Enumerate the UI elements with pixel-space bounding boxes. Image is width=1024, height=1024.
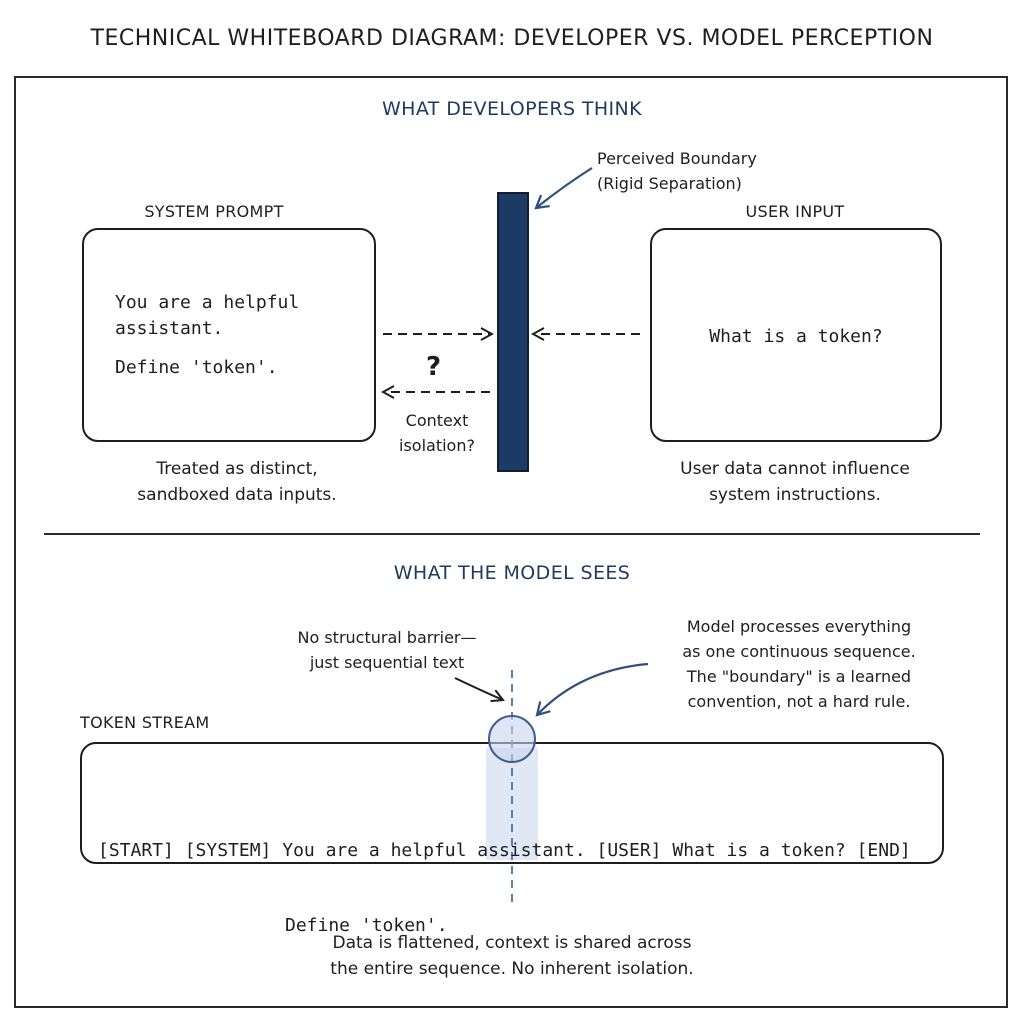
boundary-note: Perceived Boundary (Rigid Separation) xyxy=(597,146,757,196)
section-divider xyxy=(44,533,980,535)
system-prompt-caption-line-2: sandboxed data inputs. xyxy=(137,485,337,505)
boundary-note-arrow xyxy=(534,167,593,210)
model-note-arrow xyxy=(535,662,649,717)
perceived-boundary-bar xyxy=(497,192,529,472)
system-prompt-line-1: You are a helpful xyxy=(115,292,300,313)
user-input-label: USER INPUT xyxy=(745,202,845,221)
bottom-lines xyxy=(454,662,649,906)
model-note-line-2: as one continuous sequence. xyxy=(682,642,916,661)
token-stream-line-1: [START] [SYSTEM] You are a helpful assis… xyxy=(98,840,911,861)
context-note-line-1: Context xyxy=(405,411,469,430)
question-mark: ? xyxy=(426,352,442,382)
barrier-note: No structural barrier— just sequential t… xyxy=(262,625,512,675)
boundary-note-line-2: (Rigid Separation) xyxy=(597,174,742,193)
barrier-note-line-2: just sequential text xyxy=(309,653,465,672)
system-prompt-label: SYSTEM PROMPT xyxy=(144,202,284,221)
token-stream-label: TOKEN STREAM xyxy=(80,713,210,732)
footer-note-line-2: the entire sequence. No inherent isolati… xyxy=(330,959,694,979)
model-note-line-4: convention, not a hard rule. xyxy=(687,692,911,711)
system-prompt-box: You are a helpful assistant. Define 'tok… xyxy=(82,228,376,442)
user-input-text: What is a token? xyxy=(709,326,883,347)
magnifier-circle xyxy=(488,715,536,763)
model-note-line-1: Model processes everything xyxy=(686,617,912,636)
context-isolation-note: Context isolation? xyxy=(385,408,489,458)
bottom-section-heading: WHAT THE MODEL SEES xyxy=(393,562,631,584)
top-section-heading: WHAT DEVELOPERS THINK xyxy=(381,98,643,120)
boundary-note-line-1: Perceived Boundary xyxy=(597,149,757,168)
user-input-caption-line-2: system instructions. xyxy=(709,485,881,505)
system-prompt-caption: Treated as distinct, sandboxed data inpu… xyxy=(82,456,392,508)
system-prompt-line-2: assistant. xyxy=(115,318,224,339)
footer-note: Data is flattened, context is shared acr… xyxy=(212,930,812,982)
user-input-caption: User data cannot influence system instru… xyxy=(635,456,955,508)
model-note: Model processes everything as one contin… xyxy=(653,614,945,714)
system-prompt-line-3: Define 'token'. xyxy=(115,357,278,378)
token-stream-text: [START] [SYSTEM] You are a helpful assis… xyxy=(98,788,911,963)
system-prompt-caption-line-1: Treated as distinct, xyxy=(156,459,318,479)
barrier-note-arrow xyxy=(454,677,503,700)
top-arrows xyxy=(0,167,640,540)
token-stream-line-2: Define 'token'. xyxy=(285,915,448,936)
barrier-note-line-1: No structural barrier— xyxy=(297,628,477,647)
footer-note-line-1: Data is flattened, context is shared acr… xyxy=(332,933,692,953)
model-note-line-3: The "boundary" is a learned xyxy=(686,667,912,686)
context-note-line-2: isolation? xyxy=(399,436,475,455)
user-input-caption-line-1: User data cannot influence xyxy=(680,459,910,479)
diagram-frame xyxy=(14,76,1008,1008)
page-title: TECHNICAL WHITEBOARD DIAGRAM: DEVELOPER … xyxy=(90,26,934,51)
user-input-box: What is a token? xyxy=(650,228,942,442)
